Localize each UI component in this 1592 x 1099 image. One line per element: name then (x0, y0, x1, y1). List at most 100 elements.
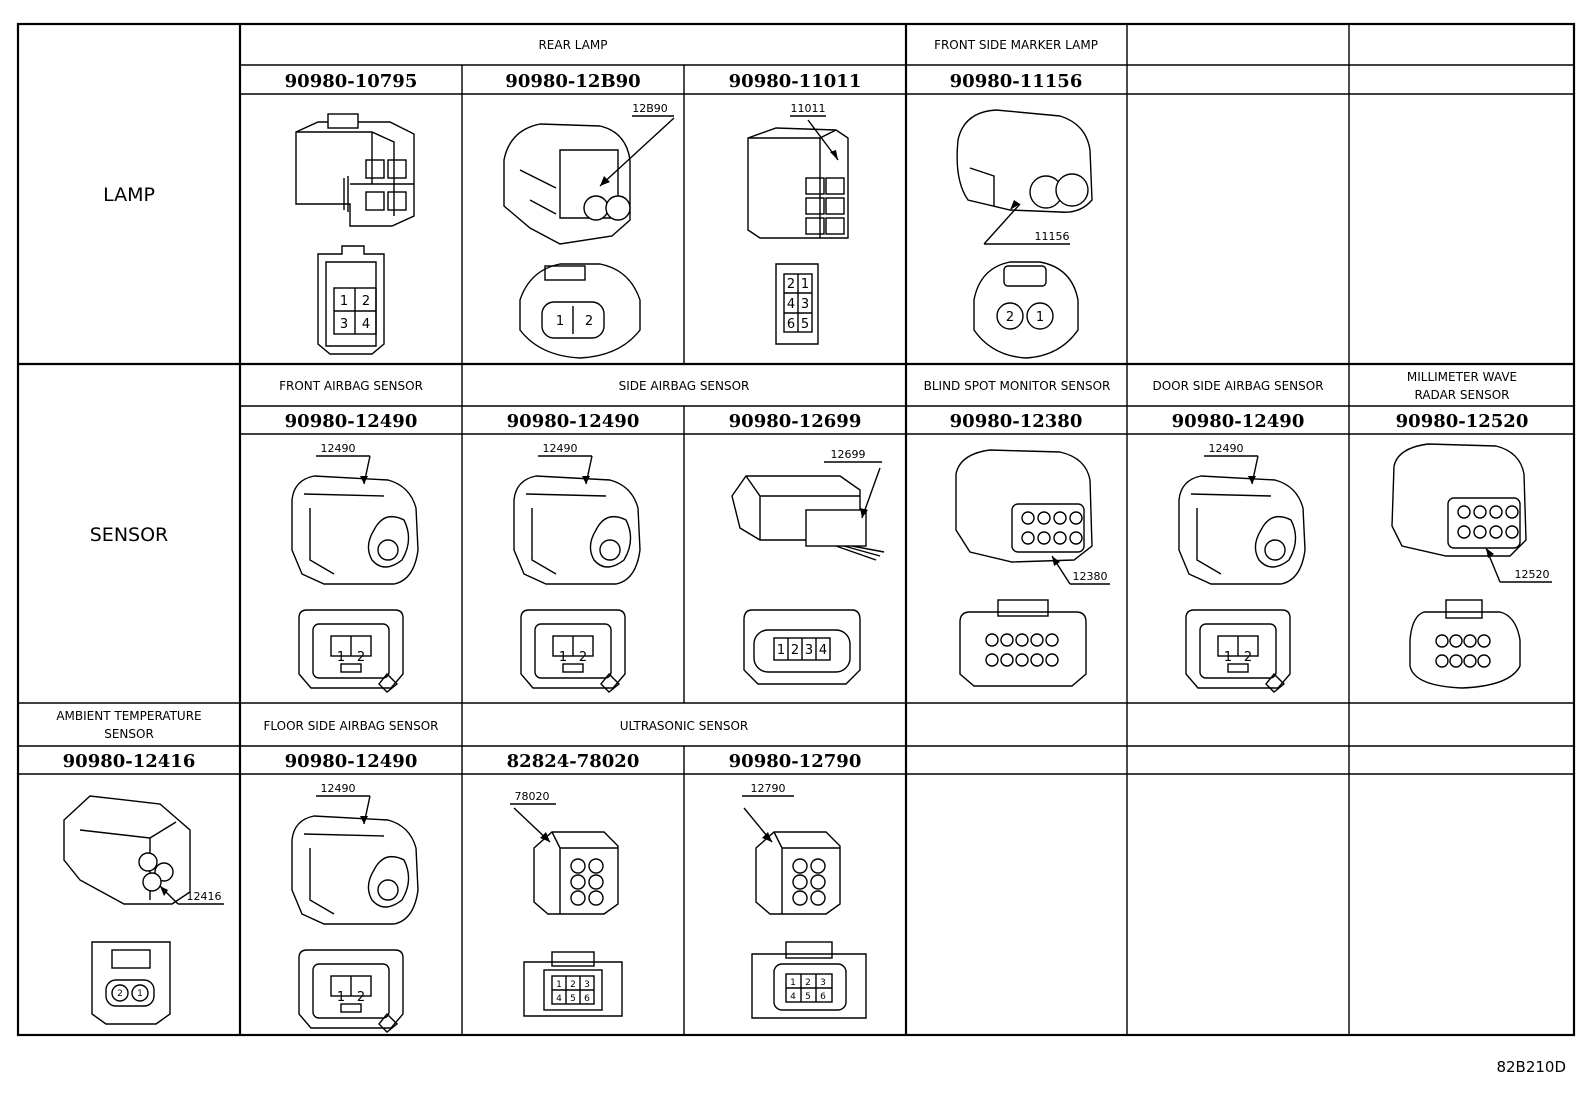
header-millimeter-wave-radar-sensor-line2: RADAR SENSOR (1414, 388, 1509, 402)
connector-housing-drawing (295, 113, 415, 227)
part-callout-label: 12520 (1515, 568, 1550, 581)
connector-face-drawing: 1 2 3 4 5 6 (523, 951, 623, 1017)
pin-label: 4 (819, 643, 827, 658)
pin-label: 2 (787, 277, 795, 292)
connector-90980-12490-side-airbag: 12490 1 2 (513, 442, 641, 693)
connector-face-drawing (1185, 609, 1291, 693)
part-callout-label: 12B90 (632, 102, 668, 115)
header-rear-lamp: REAR LAMP (538, 38, 607, 52)
connector-housing-drawing (513, 475, 641, 585)
part-callout-label: 11156 (1035, 230, 1070, 243)
connector-housing-drawing (956, 109, 1093, 245)
pin-label: 2 (570, 980, 576, 990)
connector-housing-drawing (747, 119, 849, 239)
pin-label: 1 (777, 643, 785, 658)
part-number: 90980-12790 (729, 751, 862, 772)
connector-face-drawing: 2 1 (973, 261, 1079, 359)
connector-housing-drawing (291, 475, 419, 585)
part-number: 90980-12490 (1172, 411, 1305, 432)
connector-face-drawing (520, 609, 626, 693)
pin-label: 2 (362, 294, 370, 309)
connector-face-drawing: 2 1 4 3 6 5 (775, 263, 819, 345)
part-number: 90980-11156 (950, 71, 1083, 92)
header-floor-side-airbag-sensor: FLOOR SIDE AIRBAG SENSOR (263, 719, 438, 733)
part-number: 90980-12699 (729, 411, 862, 432)
header-blind-spot-monitor-sensor: BLIND SPOT MONITOR SENSOR (924, 379, 1111, 393)
pin-label: 1 (337, 650, 345, 665)
part-number: 90980-11011 (729, 71, 862, 92)
connector-90980-12520: 12520 (1391, 443, 1552, 689)
pin-label: 2 (791, 643, 799, 658)
part-callout-label: 12490 (321, 782, 356, 795)
pin-label: 2 (805, 978, 811, 988)
pin-label: 2 (1244, 650, 1252, 665)
header-ultrasonic-sensor: ULTRASONIC SENSOR (620, 719, 749, 733)
part-callout-label: 12490 (321, 442, 356, 455)
header-door-side-airbag-sensor: DOOR SIDE AIRBAG SENSOR (1152, 379, 1323, 393)
pin-label: 1 (137, 989, 143, 999)
part-number: 90980-12490 (507, 411, 640, 432)
pin-label: 1 (337, 990, 345, 1005)
header-ambient-temperature-sensor-line2: SENSOR (104, 727, 154, 741)
connector-face-drawing: 1 2 3 4 5 6 (751, 941, 867, 1019)
pin-label: 1 (340, 294, 348, 309)
connector-90980-12490-floor-side-airbag: 12490 1 2 (291, 782, 419, 1033)
category-label-lamp: LAMP (103, 184, 155, 206)
part-callout-label: 12490 (1209, 442, 1244, 455)
connector-90980-12380: 12380 (955, 449, 1110, 687)
connector-90980-12490-door-side-airbag: 12490 1 2 (1178, 442, 1306, 693)
part-number: 90980-12490 (285, 751, 418, 772)
part-number: 90980-12B90 (505, 71, 640, 92)
part-callout-label: 12790 (751, 782, 786, 795)
connector-90980-11011: 11011 2 1 4 3 6 5 (747, 102, 849, 345)
pin-label: 3 (820, 978, 826, 988)
pin-label: 4 (362, 317, 370, 332)
connector-face-drawing: 2 1 (91, 941, 171, 1025)
header-front-side-marker-lamp: FRONT SIDE MARKER LAMP (934, 38, 1098, 52)
connector-face-drawing (959, 599, 1087, 687)
part-callout-label: 78020 (515, 790, 550, 803)
pin-label: 6 (584, 994, 590, 1004)
category-label-sensor: SENSOR (90, 524, 169, 546)
pin-label: 1 (790, 978, 796, 988)
header-front-airbag-sensor: FRONT AIRBAG SENSOR (279, 379, 423, 393)
connector-face-drawing: 1 2 (519, 263, 641, 359)
part-number: 90980-12416 (63, 751, 196, 772)
part-number: 90980-12380 (950, 411, 1083, 432)
pin-label: 1 (556, 980, 562, 990)
pin-label: 1 (559, 650, 567, 665)
pin-label: 1 (1036, 310, 1044, 325)
connector-90980-12490-front-airbag: 12490 1 2 (291, 442, 419, 693)
connector-housing-drawing (743, 807, 841, 915)
pin-label: 5 (801, 317, 809, 332)
pin-label: 2 (357, 990, 365, 1005)
connector-90980-11156: 11156 2 1 (956, 109, 1093, 359)
connector-90980-12790: 12790 1 2 3 4 5 6 (742, 782, 867, 1019)
pin-label: 2 (579, 650, 587, 665)
pin-label: 2 (117, 989, 123, 999)
connector-face-drawing: 1 2 3 4 (317, 245, 385, 355)
pin-label: 2 (585, 314, 593, 329)
connector-housing-drawing (1178, 475, 1306, 585)
connector-90980-12B90: 12B90 1 2 (503, 102, 675, 359)
connector-housing-drawing (63, 795, 224, 905)
pin-label: 1 (556, 314, 564, 329)
header-ambient-temperature-sensor-line1: AMBIENT TEMPERATURE (56, 709, 201, 723)
pin-label: 6 (820, 992, 826, 1002)
connector-housing-drawing (503, 117, 675, 245)
pin-label: 3 (801, 297, 809, 312)
connector-82824-78020: 78020 1 2 3 4 5 6 (510, 790, 623, 1017)
pin-label: 4 (556, 994, 562, 1004)
header-millimeter-wave-radar-sensor-line1: MILLIMETER WAVE (1407, 370, 1517, 384)
pin-label: 1 (1224, 650, 1232, 665)
connector-housing-drawing (513, 807, 619, 915)
connector-face-drawing: 1 2 3 4 (743, 609, 861, 685)
pin-label: 2 (357, 650, 365, 665)
part-number: 90980-12490 (285, 411, 418, 432)
pin-label: 1 (801, 277, 809, 292)
part-number: 90980-12520 (1396, 411, 1529, 432)
connector-housing-drawing (731, 467, 885, 561)
pin-label: 6 (787, 317, 795, 332)
connector-housing-drawing (291, 815, 419, 925)
